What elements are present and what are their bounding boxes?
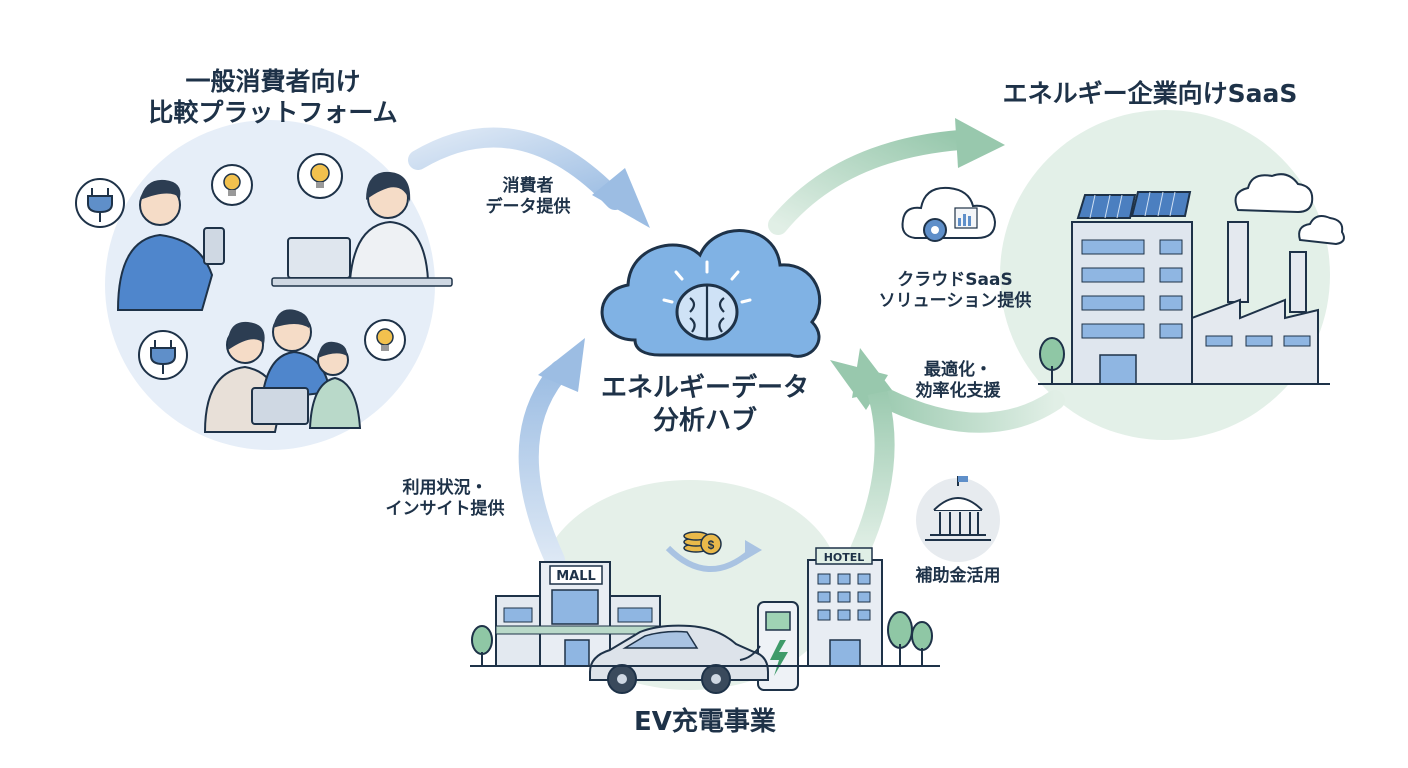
tree-icon <box>471 625 493 666</box>
mall-sign: MALL <box>556 569 596 584</box>
cloud-gear-icon <box>901 186 997 242</box>
consumer-data-line2: データ提供 <box>485 197 571 218</box>
label-optimization: 最適化・ 効率化支援 <box>888 360 1028 403</box>
consumer-platform-title: 一般消費者向け 比較プラットフォーム <box>118 66 428 129</box>
hub-title-line1: エネルギーデータ <box>600 373 809 403</box>
ev-title: EV充電事業 <box>590 706 820 739</box>
solar-panel-icon <box>1076 191 1192 219</box>
tree-icon <box>1039 337 1065 384</box>
man-with-phone <box>116 179 225 311</box>
factory-icon <box>1191 173 1345 385</box>
optimization-line2: 効率化支援 <box>915 381 1001 402</box>
lightbulb-icon <box>364 319 406 361</box>
saas-scene <box>901 173 1345 385</box>
consumer-title-line2: 比較プラットフォーム <box>148 98 398 128</box>
label-cloud-saas: クラウドSaaS ソリューション提供 <box>850 270 1060 313</box>
hotel-sign: HOTEL <box>824 551 865 564</box>
arrow-ev-to-hub <box>518 338 585 570</box>
hub-title: エネルギーデータ 分析ハブ <box>570 372 840 437</box>
usage-insight-line1: 利用状況・ <box>402 478 488 498</box>
lightbulb-icon <box>211 164 253 206</box>
label-subsidy: 補助金活用 <box>888 566 1028 587</box>
plug-icon <box>75 178 125 228</box>
hotel-building <box>807 559 883 667</box>
label-consumer-data: 消費者 データ提供 <box>458 176 598 219</box>
arrow-hub-to-saas <box>768 118 1005 235</box>
government-building-icon <box>916 476 1000 562</box>
arrow-ev-hotel-to-hub <box>850 348 895 560</box>
consumer-data-line1: 消費者 <box>502 176 554 196</box>
usage-insight-line2: インサイト提供 <box>385 499 505 520</box>
saas-title-text: エネルギー企業向けSaaS <box>1002 79 1298 108</box>
ev-scene: $ <box>470 531 940 694</box>
svg-text:$: $ <box>708 538 715 552</box>
hub-title-line2: 分析ハブ <box>652 405 757 436</box>
tree-icon <box>887 611 933 666</box>
label-usage-insight: 利用状況・ インサイト提供 <box>355 478 535 521</box>
cloud-brain-icon <box>600 229 822 358</box>
ev-title-text: EV充電事業 <box>634 707 776 737</box>
cloud-saas-line1: クラウドSaaS <box>897 270 1013 290</box>
subsidy-text: 補助金活用 <box>915 566 1001 586</box>
cloud-saas-line2: ソリューション提供 <box>878 291 1032 312</box>
consumer-scene <box>75 153 453 433</box>
lightbulb-icon <box>297 153 343 199</box>
optimization-line1: 最適化・ <box>924 360 992 380</box>
coins-icon: $ <box>683 531 722 555</box>
arrow-consumer-to-hub <box>408 127 650 228</box>
consumer-title-line1: 一般消費者向け <box>185 67 361 96</box>
plug-icon <box>138 330 188 380</box>
family-with-tablet <box>203 309 362 433</box>
saas-title: エネルギー企業向けSaaS <box>960 78 1340 109</box>
office-building <box>1071 221 1193 385</box>
woman-with-laptop <box>271 171 453 287</box>
consumer-bg-circle <box>105 120 435 450</box>
